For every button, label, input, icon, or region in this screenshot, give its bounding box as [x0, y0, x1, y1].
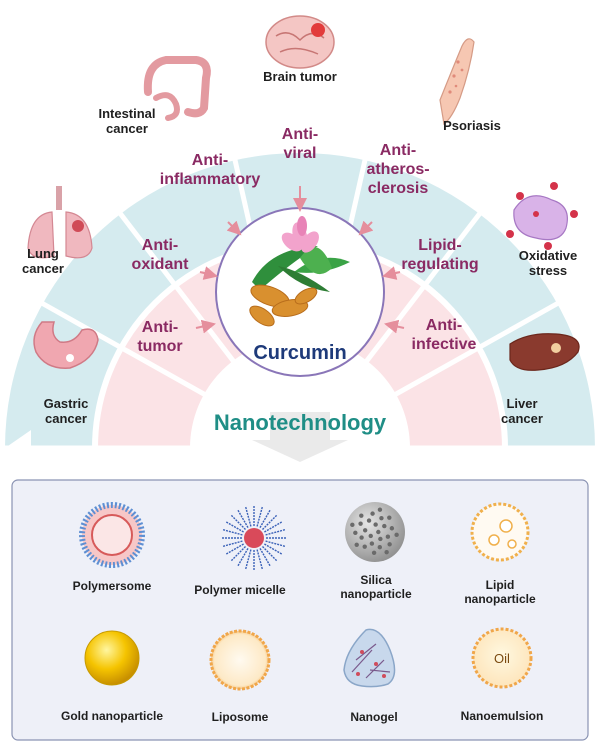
nanoparticle-panel [11, 479, 589, 741]
silica-pore [394, 532, 399, 538]
micelle-strand [225, 521, 244, 533]
silica-pore [384, 549, 389, 555]
effect-label-anti-infective: Anti-infective [412, 317, 477, 353]
micelle-strand [264, 521, 283, 533]
micelle-strand [230, 514, 247, 531]
effect-label-anti-viral: Anti-viral [282, 126, 318, 162]
micelle-strand [259, 548, 271, 567]
silica-pore [359, 535, 364, 540]
micelle-strand [222, 529, 243, 536]
silica-pore [379, 515, 384, 521]
np-label-nanoemulsion: Nanoemulsion [461, 709, 544, 723]
effect-label-anti-atherosclerosis: Anti-atheros-clerosis [366, 142, 429, 197]
effect-label-lipid-regulating: Lipid-regulating [401, 237, 478, 273]
nanotechnology-arrow [252, 412, 348, 462]
brain-illustration [265, 15, 335, 69]
silica-nanoparticle-illustration [345, 502, 405, 562]
micelle-strand [245, 506, 252, 527]
disease-label-brain: Brain tumor [263, 69, 337, 84]
micelle-strand [265, 540, 286, 547]
np-label-gold: Gold nanoparticle [61, 709, 163, 723]
silica-pore [373, 522, 378, 527]
curcumin-label: Curcumin [253, 342, 346, 364]
silica-pore [387, 542, 392, 547]
silica-pore [378, 536, 383, 542]
nanogel-illustration [343, 628, 396, 688]
silica-pore [387, 515, 392, 520]
stomach-illustration [33, 321, 99, 369]
polymer-micelle-illustration [222, 506, 286, 570]
silica-pore [354, 542, 359, 548]
micelle-strand [265, 529, 286, 536]
np-label-polymer-micelle: Polymer micelle [194, 583, 286, 597]
outer-ring [5, 153, 595, 448]
silica-pore [371, 550, 377, 555]
silica-pore [366, 518, 372, 523]
np-label-nanogel: Nanogel [350, 710, 397, 724]
silica-pore [350, 522, 355, 528]
silica-pore [370, 511, 375, 516]
liver-illustration [509, 333, 580, 371]
micelle-strand [256, 549, 263, 570]
polymersome-illustration [79, 502, 145, 568]
silica-pore [377, 545, 382, 550]
skin-arm-illustration [439, 38, 475, 126]
silica-pore [353, 530, 358, 536]
micelle-strand [256, 506, 263, 527]
silica-pore [376, 529, 381, 535]
micelle-strand [264, 543, 283, 555]
micelle-strand [237, 548, 249, 567]
effect-label-anti-inflammatory: Anti-inflammatory [160, 152, 261, 188]
silica-pore [358, 521, 363, 526]
micelle-strand [261, 545, 278, 562]
gold-nanoparticle-illustration [84, 630, 140, 686]
nanoemulsion-illustration: Oil [471, 627, 533, 689]
effect-label-anti-oxidant: Anti-oxidant [132, 237, 190, 273]
liposome-illustration [209, 629, 271, 691]
nanotechnology-title: Nanotechnology [214, 410, 387, 435]
lipid-nanoparticle-illustration [470, 502, 530, 562]
silica-pore [368, 533, 373, 539]
disease-label-psoriasis: Psoriasis [443, 118, 501, 133]
np-label-liposome: Liposome [212, 710, 269, 724]
micelle-strand [230, 545, 247, 562]
silica-pore [389, 526, 395, 531]
silica-pore [362, 528, 368, 533]
oil-label: Oil [494, 651, 510, 666]
effect-arrows [195, 186, 405, 334]
silica-pore [369, 541, 375, 546]
micelle-strand [222, 540, 243, 547]
silica-pore [377, 507, 383, 512]
micelle-strand [225, 543, 244, 555]
lungs-illustration [27, 186, 93, 259]
micelle-strand [261, 514, 278, 531]
intestine-illustration [143, 56, 211, 121]
turmeric-plant-illustration [249, 216, 350, 327]
oxidative-cell-illustration [506, 182, 578, 250]
micelle-strand [245, 549, 252, 570]
effect-label-anti-tumor: Anti-tumor [137, 319, 182, 355]
inner-ring [95, 243, 505, 448]
silica-pore [362, 544, 367, 549]
micelle-strand [259, 509, 271, 528]
silica-pore [382, 523, 387, 529]
np-label-polymersome: Polymersome [73, 579, 152, 593]
micelle-strand [237, 509, 249, 528]
silica-pore [385, 534, 391, 539]
silica-pore [359, 513, 364, 518]
